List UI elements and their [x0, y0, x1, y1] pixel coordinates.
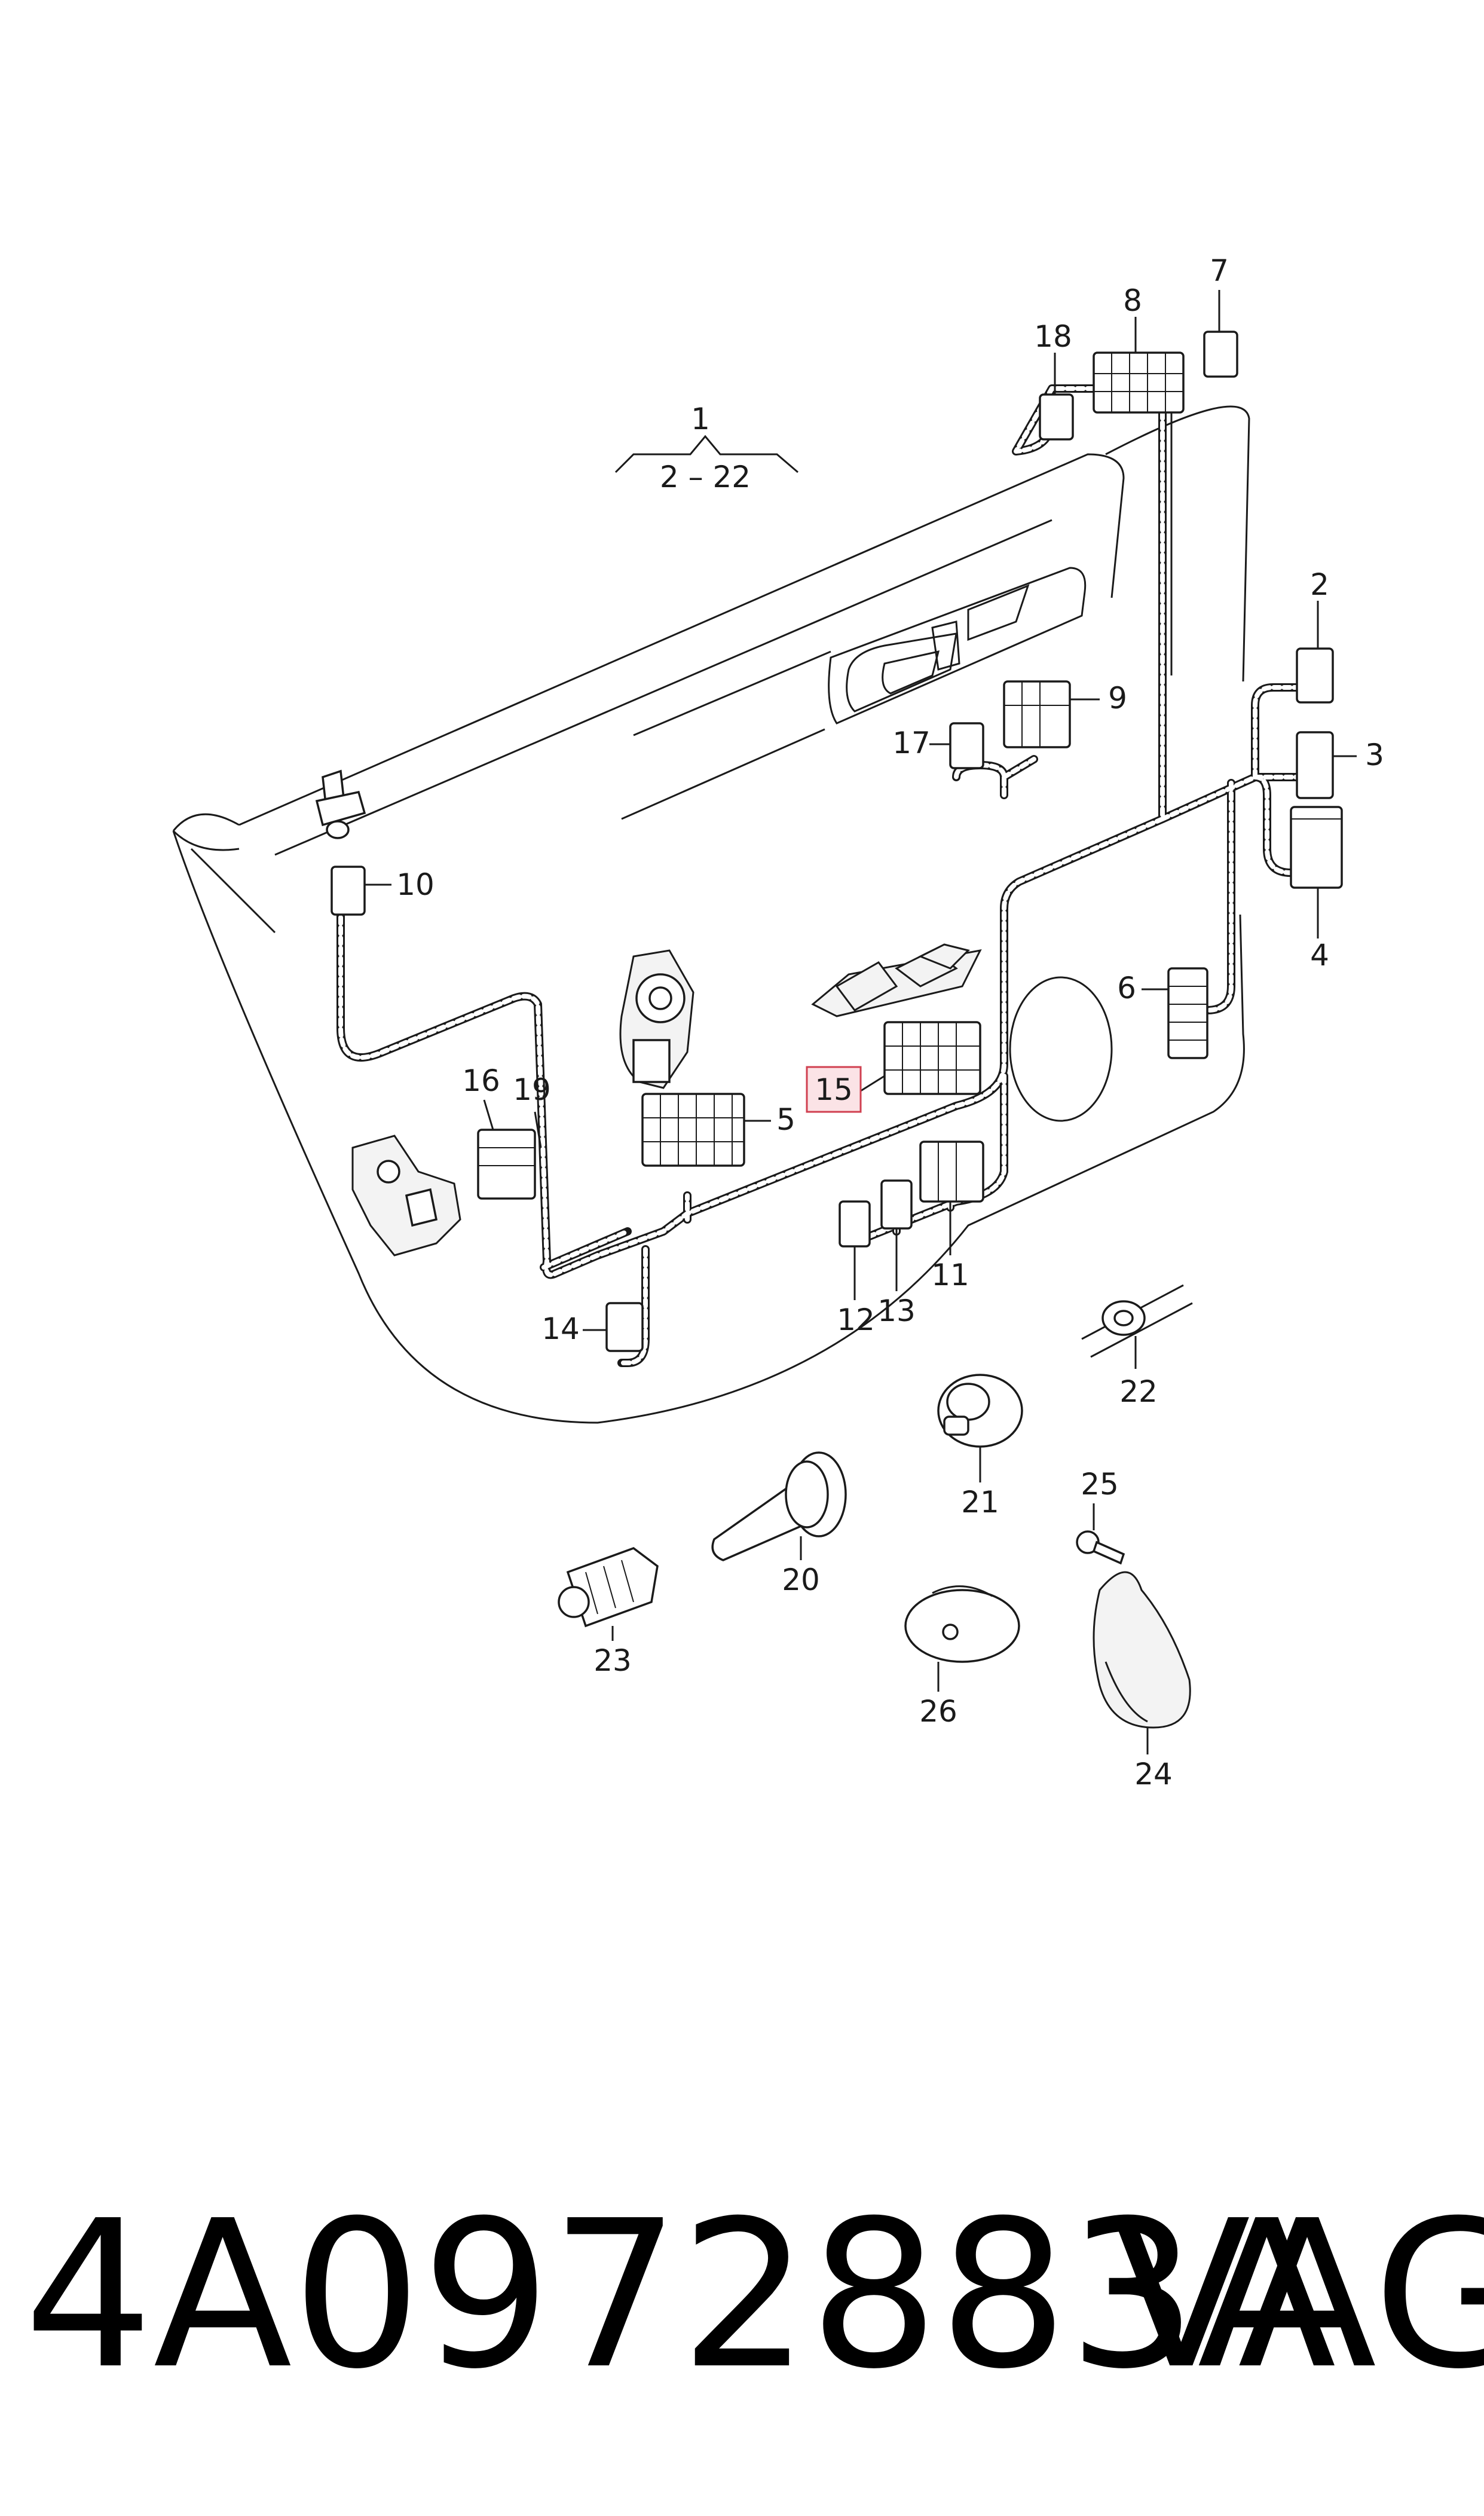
- callout-23: 23: [593, 1643, 632, 1678]
- connector-13: [880, 1179, 913, 1230]
- connector-7: [1203, 331, 1238, 378]
- connector-17: [949, 722, 984, 769]
- callout-10: 10: [396, 867, 435, 902]
- wiring-harness: [336, 360, 1301, 1367]
- callout-12: 12: [837, 1303, 875, 1337]
- callout-15-highlight: [806, 1066, 862, 1113]
- part-24-cover: [1093, 1571, 1191, 1729]
- part-26-cap: [904, 1585, 1020, 1663]
- callout-26: 26: [919, 1694, 957, 1729]
- connector-10: [331, 866, 366, 916]
- window-motor: [619, 949, 694, 1089]
- connector-6: [1167, 967, 1208, 1059]
- connector-9: [1003, 680, 1071, 748]
- leader-lines: [365, 290, 1357, 1754]
- connector-18: [1039, 393, 1074, 441]
- callout-18: 18: [1034, 319, 1072, 354]
- callout-9: 9: [1108, 681, 1127, 716]
- connector-12: [839, 1200, 871, 1248]
- part-22-grommet: [1081, 1284, 1193, 1358]
- callout-16: 16: [462, 1063, 500, 1098]
- callout-13: 13: [877, 1294, 916, 1328]
- connector-8: [1093, 351, 1185, 414]
- callout-20: 20: [782, 1563, 820, 1597]
- callout-numbers: 18 8 7 2 3 4 9 17 6 10 15 5 16 19 12 13 …: [396, 253, 1384, 1792]
- callout-19: 19: [513, 1072, 551, 1107]
- assembly-label: 1: [691, 402, 710, 436]
- callout-5: 5: [776, 1102, 795, 1137]
- part-21-plug: [937, 1374, 1023, 1448]
- part-23-clip: [558, 1547, 659, 1628]
- connector-2: [1296, 647, 1334, 704]
- connector-3: [1296, 731, 1334, 799]
- callout-8: 8: [1123, 283, 1142, 318]
- part-25-screw: [1076, 1530, 1125, 1565]
- mirror-clip: [315, 769, 366, 839]
- connector-4: [1290, 806, 1343, 889]
- callout-25: 25: [1081, 1467, 1119, 1502]
- part-number: 4A0972883A: [24, 2177, 1336, 2414]
- connector-14: [605, 1302, 644, 1352]
- assembly-bracket: 1 2 – 22: [614, 402, 798, 494]
- callout-17: 17: [892, 726, 931, 760]
- callout-15: 15: [815, 1072, 853, 1107]
- callout-4: 4: [1310, 938, 1329, 973]
- connector-16: [477, 1129, 536, 1200]
- door-lock: [351, 1135, 461, 1257]
- connectors: [331, 331, 1343, 1352]
- window-switch-pack: [811, 943, 982, 1017]
- callout-6: 6: [1117, 971, 1136, 1005]
- callout-22: 22: [1119, 1374, 1158, 1409]
- loose-parts: [558, 1284, 1193, 1729]
- callout-14: 14: [541, 1312, 580, 1346]
- callout-24: 24: [1134, 1757, 1173, 1792]
- callout-3: 3: [1365, 738, 1384, 772]
- door-components: [315, 769, 982, 1257]
- connector-15: [883, 1021, 981, 1095]
- callout-21: 21: [961, 1485, 999, 1520]
- assembly-range: 2 – 22: [660, 460, 751, 494]
- callout-7: 7: [1210, 253, 1229, 288]
- callout-11: 11: [931, 1258, 969, 1292]
- callout-2: 2: [1310, 567, 1329, 602]
- connector-11: [919, 1141, 984, 1203]
- connector-5: [641, 1093, 745, 1167]
- brand-name: VAG: [1112, 2177, 1484, 2414]
- door-panel: [172, 383, 1250, 1424]
- part-20-grommet: [711, 1451, 847, 1561]
